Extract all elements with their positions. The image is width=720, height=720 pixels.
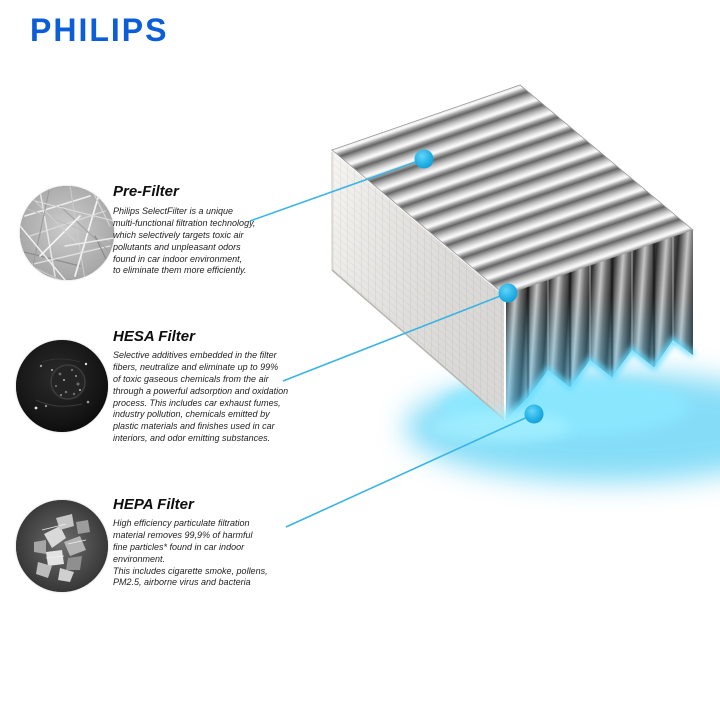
section-title-pre-filter: Pre-Filter: [113, 183, 179, 200]
connector-line-hepa-filter: [285, 413, 535, 528]
dark-granule-micrograph-icon: [16, 340, 108, 432]
filter-front-pleats: [504, 230, 693, 420]
callout-dot-hesa-filter: [498, 283, 518, 303]
glow-edge-streak: [502, 335, 695, 423]
section-body-hesa-filter: Selective additives embedded in the filt…: [113, 350, 289, 444]
philips-logo: PHILIPS: [30, 12, 169, 48]
filter-illustration: [331, 84, 720, 482]
section-title-hesa-filter: HESA Filter: [113, 328, 195, 345]
glow-under-side: [430, 411, 570, 443]
connector-line-pre-filter: [249, 158, 425, 222]
filter-side-honeycomb: [331, 148, 506, 422]
section-body-pre-filter: Philips SelectFilter is a unique multi-f…: [113, 206, 256, 276]
flake-material-micrograph-icon: [16, 500, 108, 592]
fiber-mesh-micrograph-icon: [20, 186, 114, 280]
section-title-hepa-filter: HEPA Filter: [113, 496, 194, 513]
glow-large: [405, 372, 720, 482]
section-body-hepa-filter: High efficiency particulate filtration m…: [113, 518, 268, 588]
connector-line-hesa-filter: [282, 292, 509, 382]
callout-dot-hepa-filter: [524, 404, 544, 424]
callout-dot-pre-filter: [414, 149, 434, 169]
glow-core: [440, 377, 690, 437]
filter-top-pleats: [331, 84, 694, 296]
